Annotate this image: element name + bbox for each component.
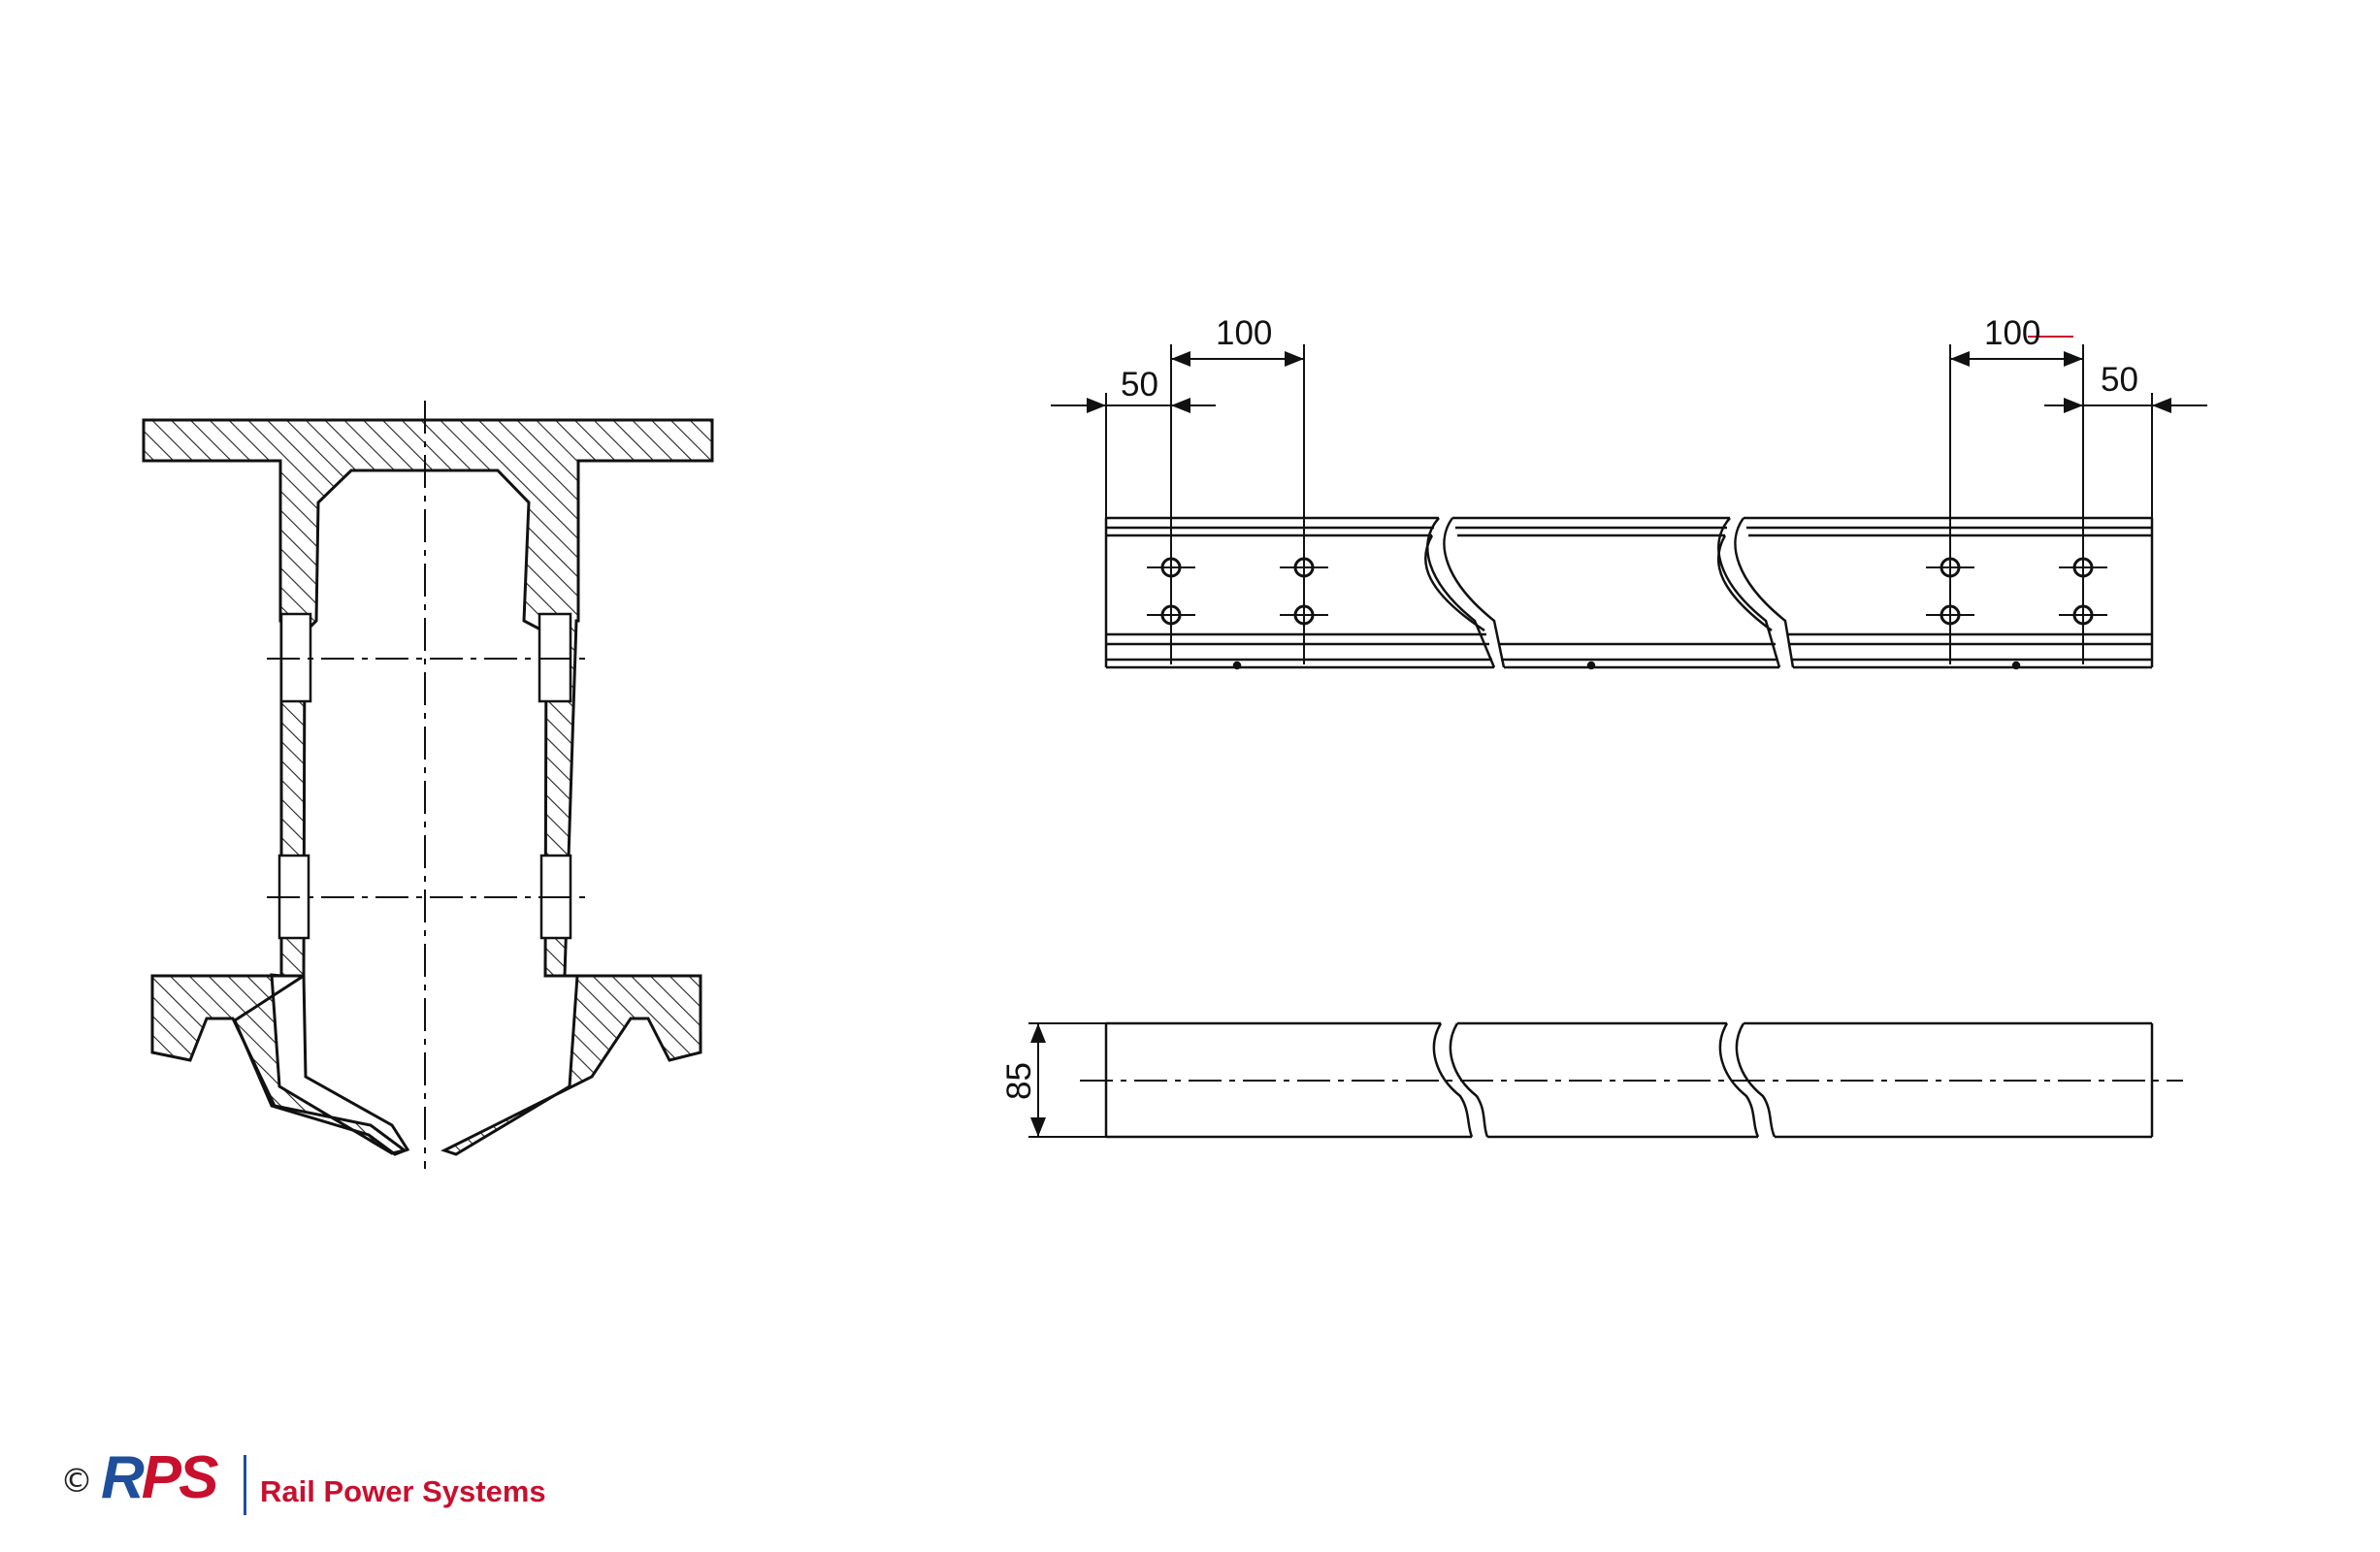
section-right-foot xyxy=(440,974,702,1156)
section-left-hook xyxy=(233,973,410,1156)
dim-label-85: 85 xyxy=(1000,1062,1038,1100)
side-view xyxy=(1028,1021,2154,1139)
logo-divider xyxy=(244,1455,246,1515)
dim-label-50-right: 50 xyxy=(2101,361,2138,399)
mounting-holes xyxy=(1147,557,2107,626)
logo-mark-r: R xyxy=(101,1444,145,1511)
extension-lines xyxy=(1105,344,2153,664)
section-centerlines xyxy=(267,401,590,1169)
copyright-symbol: © xyxy=(60,1462,93,1501)
logo-mark-ps: PS xyxy=(141,1444,219,1511)
dim-label-100-right: 100 xyxy=(1984,314,2040,352)
dimension-lines xyxy=(1051,336,2207,413)
dim-label-100-left: 100 xyxy=(1216,314,1272,352)
company-name: Rail Power Systems xyxy=(260,1474,546,1508)
rps-logo: RPS xyxy=(101,1443,219,1512)
top-view xyxy=(1104,516,2154,670)
dim-label-50-left: 50 xyxy=(1121,366,1158,404)
cross-section xyxy=(142,418,714,1156)
